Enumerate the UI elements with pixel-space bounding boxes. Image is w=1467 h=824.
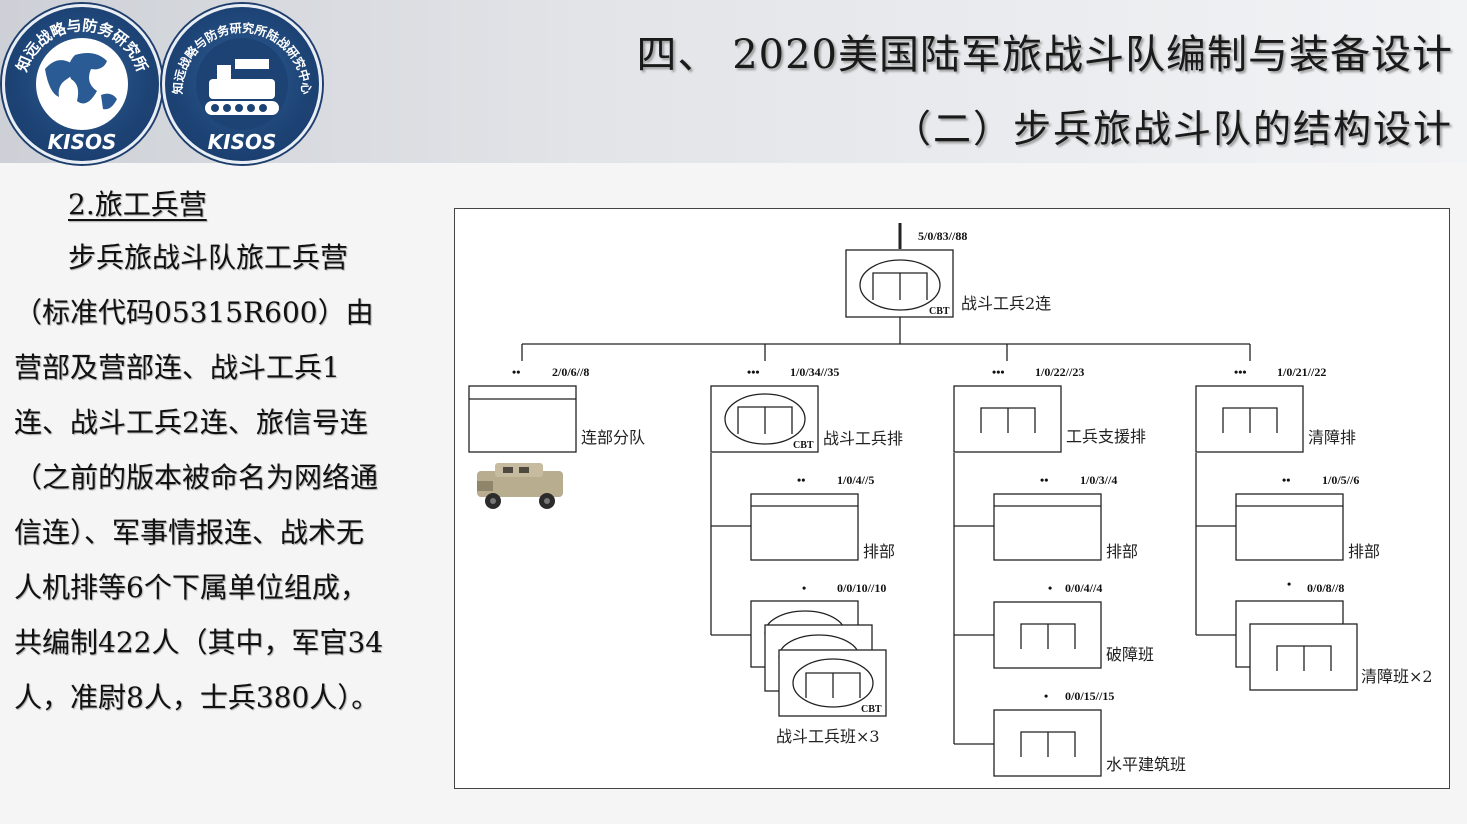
- squad-node-combat-engineer: CBT • 0/0/10//10 战斗工兵班×3: [750, 581, 887, 746]
- svg-text:1/0/21//22: 1/0/21//22: [1277, 365, 1326, 379]
- svg-text:CBT: CBT: [793, 440, 814, 451]
- platoon-hq-node: •• 1/0/4//5 排部: [750, 473, 895, 561]
- kisos-logo-right: 知远战略与防务研究所陆战研究中心 KISOS: [162, 4, 322, 164]
- svg-text:••: ••: [797, 473, 805, 487]
- org-chart: CBT 5/0/83//88 战斗工兵2连 •• 2/0/6//8 连部分队: [454, 208, 1450, 789]
- svg-text:战斗工兵班×3: 战斗工兵班×3: [776, 727, 880, 746]
- svg-text:0/0/15//15: 0/0/15//15: [1065, 689, 1114, 703]
- svg-text:1/0/5//6: 1/0/5//6: [1322, 473, 1359, 487]
- svg-text:•: •: [1048, 581, 1052, 595]
- svg-text:•: •: [1044, 689, 1048, 703]
- svg-text:战斗工兵排: 战斗工兵排: [823, 429, 903, 448]
- connector-lines: [521, 223, 1251, 745]
- svg-text:1/0/3//4: 1/0/3//4: [1080, 473, 1117, 487]
- root-unit-node: CBT 5/0/83//88 战斗工兵2连: [845, 229, 1051, 318]
- svg-text:•••: •••: [747, 365, 760, 379]
- squad-node-horizontal-construction: • 0/0/15//15 水平建筑班: [993, 689, 1186, 777]
- svg-text:•: •: [802, 581, 806, 595]
- tank-icon: 知远战略与防务研究所陆战研究中心 KISOS: [170, 20, 314, 154]
- root-unit-label: 战斗工兵2连: [961, 294, 1051, 313]
- svg-text:•••: •••: [992, 365, 1005, 379]
- svg-text:排部: 排部: [863, 542, 895, 561]
- hq-code: 2/0/6//8: [552, 365, 589, 379]
- svg-text:排部: 排部: [1106, 542, 1138, 561]
- svg-text:0/0/8//8: 0/0/8//8: [1307, 581, 1344, 595]
- armored-vehicle-icon: [477, 463, 563, 509]
- svg-text:破障班: 破障班: [1106, 645, 1154, 664]
- kisos-logo-left: 知远战略与防务研究所 KISOS: [2, 4, 162, 164]
- svg-text:清障班×2: 清障班×2: [1361, 667, 1433, 686]
- squad-node-clearance: • 0/0/8//8 清障班×2: [1235, 577, 1433, 691]
- svg-text:清障排: 清障排: [1308, 428, 1356, 447]
- svg-text:0/0/4//4: 0/0/4//4: [1065, 581, 1102, 595]
- slide-subtitle: （二）步兵旅战斗队的结构设计: [892, 107, 1453, 151]
- squad-node-breaching: • 0/0/4//4 破障班: [993, 581, 1154, 669]
- svg-text:•: •: [1287, 577, 1291, 591]
- globe-icon: 知远战略与防务研究所 KISOS: [13, 16, 151, 154]
- platoon-hq-node: •• 1/0/5//6 排部: [1235, 473, 1380, 561]
- org-chart-canvas: CBT 5/0/83//88 战斗工兵2连 •• 2/0/6//8 连部分队: [468, 223, 1433, 777]
- hq-section-node: •• 2/0/6//8 连部分队: [468, 365, 645, 453]
- description-paragraph: 步兵旅战斗队旅工兵营（标准代码05315R600）由营部及营部连、战斗工兵1连、…: [14, 241, 384, 714]
- svg-text:排部: 排部: [1348, 542, 1380, 561]
- svg-text:KISOS: KISOS: [208, 130, 277, 154]
- svg-text:••: ••: [512, 365, 520, 379]
- svg-text:水平建筑班: 水平建筑班: [1106, 755, 1186, 774]
- svg-text:CBT: CBT: [929, 306, 950, 317]
- platoon-hq-node: •• 1/0/3//4 排部: [993, 473, 1138, 561]
- section-heading: 2.旅工兵营: [68, 188, 207, 221]
- svg-text:工兵支援排: 工兵支援排: [1066, 427, 1146, 446]
- svg-text:••: ••: [1040, 473, 1048, 487]
- svg-text:••: ••: [1282, 473, 1290, 487]
- slide-title: 四、 2020美国陆军旅战斗队编制与装备设计: [636, 32, 1453, 78]
- svg-text:1/0/4//5: 1/0/4//5: [837, 473, 874, 487]
- svg-text:0/0/10//10: 0/0/10//10: [837, 581, 886, 595]
- root-unit-code: 5/0/83//88: [918, 229, 967, 243]
- svg-text:1/0/22//23: 1/0/22//23: [1035, 365, 1084, 379]
- svg-text:KISOS: KISOS: [48, 130, 117, 154]
- platoon-node-clearance: ••• 1/0/21//22 清障排: [1195, 365, 1356, 453]
- platoon-node-combat-engineer: CBT ••• 1/0/34//35 战斗工兵排: [710, 365, 903, 453]
- slide-header: 知远战略与防务研究所 KISOS 知远战略与防务研究所陆战研究中心 KISOS: [0, 0, 1467, 164]
- svg-text:1/0/34//35: 1/0/34//35: [790, 365, 839, 379]
- hq-label: 连部分队: [581, 428, 645, 447]
- svg-text:CBT: CBT: [861, 704, 882, 715]
- svg-text:•••: •••: [1234, 365, 1247, 379]
- platoon-node-engineer-support: ••• 1/0/22//23 工兵支援排: [953, 365, 1146, 453]
